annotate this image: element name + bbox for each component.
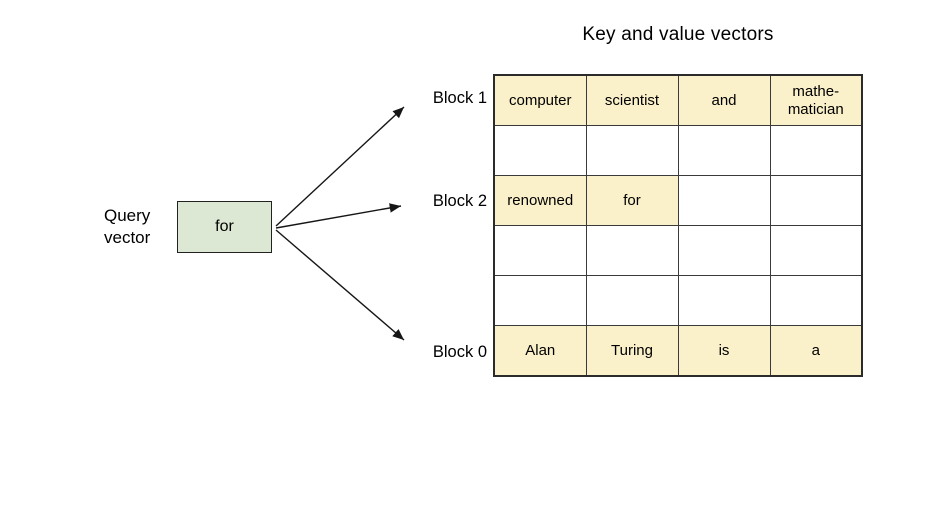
table-cell [585,275,679,326]
table-row [493,275,863,326]
table-cell: scientist [585,74,679,126]
table-cell: computer [493,74,587,126]
block-1-label: Block 1 [432,89,487,107]
table-cell [677,275,771,326]
table-title: Key and value vectors [582,24,774,45]
query-vector-box: for [177,201,272,253]
table-cell: and [677,74,771,126]
table-cell [677,175,771,226]
arrow-to-block-1 [275,106,405,227]
table-cell [677,225,771,276]
block-0-label: Block 0 [432,343,487,361]
table-cell: renowned [493,175,587,226]
table-row [493,125,863,176]
table-cell: is [677,325,771,377]
table-cell: a [769,325,863,377]
arrow-to-block-2 [275,203,402,229]
table-cell: for [585,175,679,226]
table-cell [493,225,587,276]
table-row [493,225,863,276]
table-cell [677,125,771,176]
table-cell [493,125,587,176]
query-vector-caption: Query vector [104,206,151,247]
query-vector-value: for [215,218,234,235]
block-2-label: Block 2 [432,192,487,210]
table-cell: mathe- matician [769,74,863,126]
table-cell [769,125,863,176]
table-cell: Turing [585,325,679,377]
table-cell [769,225,863,276]
table-cell [493,275,587,326]
table-cell: Alan [493,325,587,377]
table-cell [769,275,863,326]
table-cell [585,125,679,176]
table-cell [585,225,679,276]
table-cell [769,175,863,226]
arrow-to-block-0 [275,229,405,341]
